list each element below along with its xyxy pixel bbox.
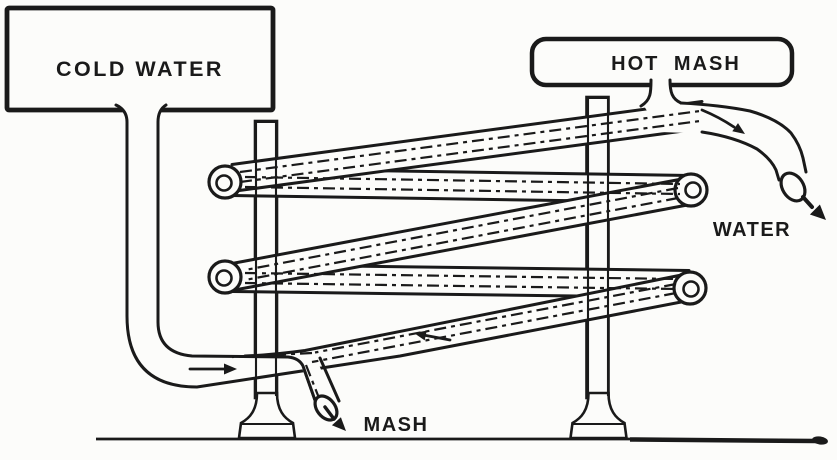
- hot-mash-label: HOT MASH: [611, 53, 741, 75]
- funnel-right-wall: [668, 78, 683, 105]
- post-overlay-lines: [254, 96, 610, 396]
- water-spout-opening: [779, 171, 807, 203]
- funnel-left-wall: [639, 78, 653, 108]
- ground-line: [96, 436, 828, 445]
- water-outlet-label: WATER: [713, 219, 791, 241]
- water-outlet-spout: [639, 78, 826, 220]
- tube-run-1: [230, 100, 704, 193]
- return-bends: [207, 164, 709, 306]
- cold-water-tank: COLD WATER: [4, 5, 276, 113]
- inner-tube-dashed-lines: [231, 109, 701, 399]
- mash-outlet-arrow-icon: [323, 405, 346, 431]
- cold-water-label: COLD WATER: [56, 57, 224, 81]
- water-outlet-arrow-icon: [801, 195, 826, 220]
- mash-outlet-spout: [301, 356, 346, 431]
- mash-flow-arrow: [414, 330, 452, 342]
- mash-outlet-label: MASH: [364, 414, 429, 436]
- hot-mash-tank: HOT MASH: [529, 36, 795, 88]
- water-outlet-flow-arrow: [700, 108, 745, 134]
- cold-water-flow-arrow: [188, 363, 237, 375]
- heat-exchanger-coil: [114, 100, 704, 405]
- support-post-right: [569, 95, 628, 440]
